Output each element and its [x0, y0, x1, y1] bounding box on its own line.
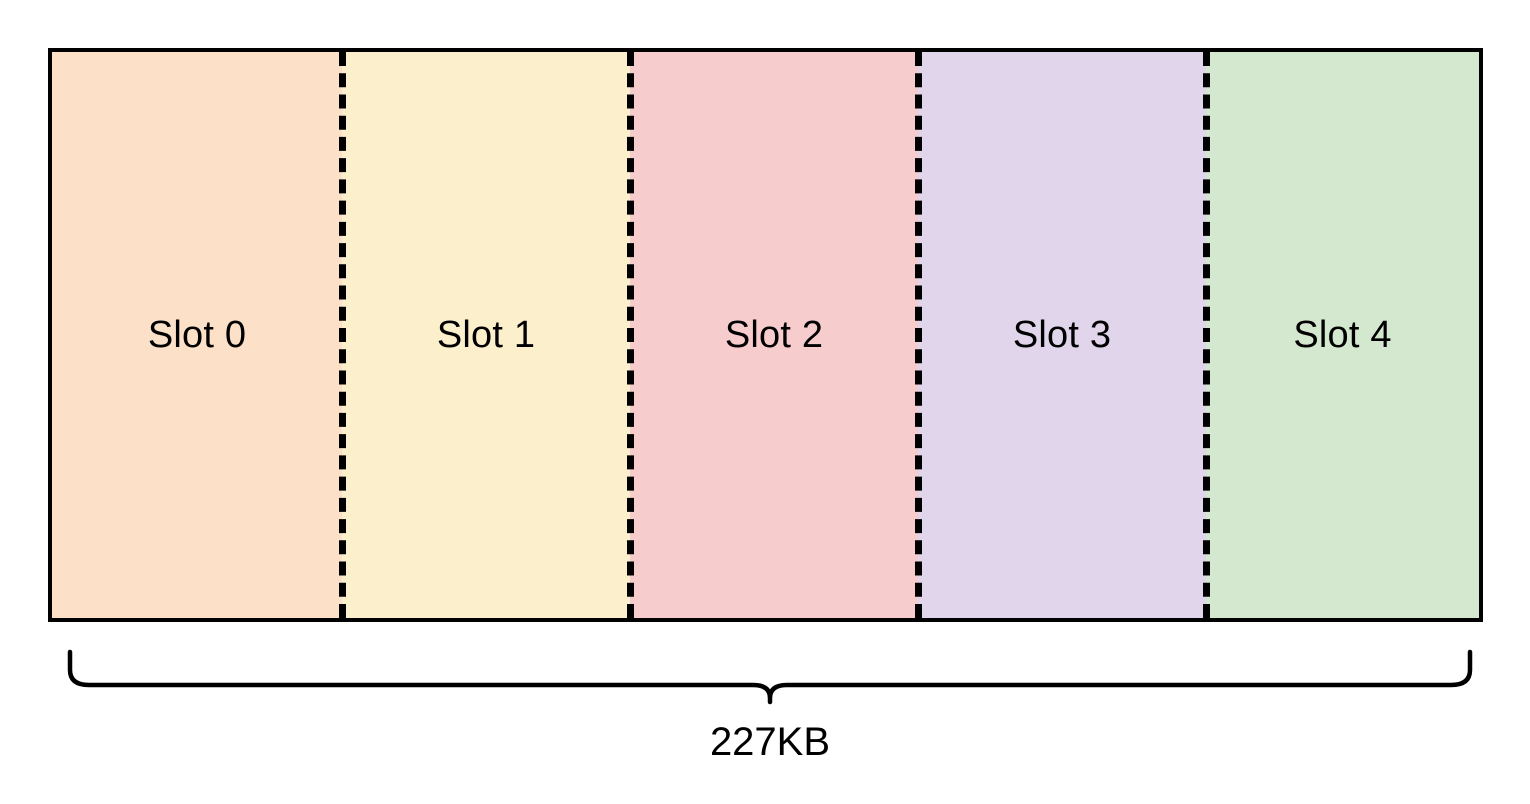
memory-slot-4[interactable]: Slot 4 — [1203, 52, 1479, 618]
memory-slot-0-label: Slot 0 — [147, 314, 247, 356]
memory-slot-1[interactable]: Slot 1 — [339, 52, 630, 618]
memory-slot-4-label: Slot 4 — [1293, 314, 1392, 356]
memory-slot-1-label: Slot 1 — [436, 314, 536, 356]
memory-slot-2-label: Slot 2 — [724, 314, 824, 356]
memory-slot-3[interactable]: Slot 3 — [915, 52, 1206, 618]
memory-slot-bar: Slot 0 Slot 1 Slot 2 Slot 3 Slot 4 — [48, 48, 1483, 622]
memory-slot-0[interactable]: Slot 0 — [52, 52, 342, 618]
memory-slot-3-label: Slot 3 — [1012, 314, 1112, 356]
total-size-caption: 227KB — [0, 722, 1530, 762]
memory-slot-2[interactable]: Slot 2 — [627, 52, 918, 618]
total-size-brace-icon — [67, 649, 1473, 705]
total-size-value: 227KB — [709, 720, 831, 764]
